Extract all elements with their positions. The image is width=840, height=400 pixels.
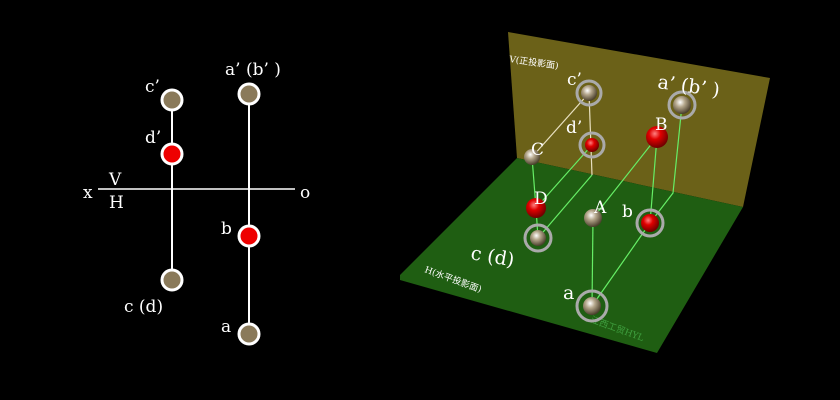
ball-c-prime xyxy=(581,85,597,101)
axis-h-label: H xyxy=(109,193,124,213)
point-c-prime xyxy=(160,88,184,112)
label-b: b xyxy=(221,219,232,239)
ring-c-prime xyxy=(575,79,603,107)
label-d-prime: d’ xyxy=(145,128,161,148)
point-b xyxy=(237,224,261,248)
ring-c-d xyxy=(523,223,553,253)
ball-a-prime-b-prime xyxy=(673,96,691,114)
point-a-prime-b-prime xyxy=(237,82,261,106)
label-3d-C: C xyxy=(531,140,544,160)
label-a-prime-b-prime: a’ (b’ ) xyxy=(225,60,281,80)
label-3d-A: A xyxy=(593,198,607,218)
axis-x-label: x xyxy=(83,183,93,203)
point-c-d xyxy=(160,268,184,292)
label-3d-D: D xyxy=(534,189,548,209)
ring-d-prime xyxy=(578,131,606,159)
orthographic-projection: x V H o c’ d’ a’ (b’ ) b c (d) a xyxy=(83,60,310,346)
ball-A xyxy=(584,209,602,227)
axis-o-label: o xyxy=(300,183,310,203)
ring-b xyxy=(635,208,665,238)
label-3d-d-prime: d’ xyxy=(566,118,582,138)
label-c-d: c (d) xyxy=(124,297,163,317)
label-a: a xyxy=(221,317,231,337)
point-a xyxy=(237,322,261,346)
ball-B xyxy=(646,126,668,148)
ball-C xyxy=(524,149,540,165)
ball-b xyxy=(641,214,659,232)
label-3d-a: a xyxy=(563,282,574,304)
ring-a-prime-b-prime xyxy=(667,90,697,120)
point-d-prime xyxy=(160,142,184,166)
ball-D xyxy=(526,198,546,218)
axis-v-label: V xyxy=(108,170,122,190)
label-3d-c-prime: c’ xyxy=(567,70,582,90)
ball-d-prime xyxy=(585,138,599,152)
pictorial-3d-view: V(正投影面) H(水平投影面) 江西工贸HYL xyxy=(400,32,770,353)
ball-a xyxy=(583,297,601,315)
h-plane xyxy=(400,158,743,353)
ball-c-d xyxy=(530,230,546,246)
ring-a xyxy=(575,289,609,323)
label-3d-b: b xyxy=(622,202,633,222)
v-plane xyxy=(508,32,770,207)
label-c-prime: c’ xyxy=(145,77,160,97)
label-3d-B: B xyxy=(655,115,668,135)
